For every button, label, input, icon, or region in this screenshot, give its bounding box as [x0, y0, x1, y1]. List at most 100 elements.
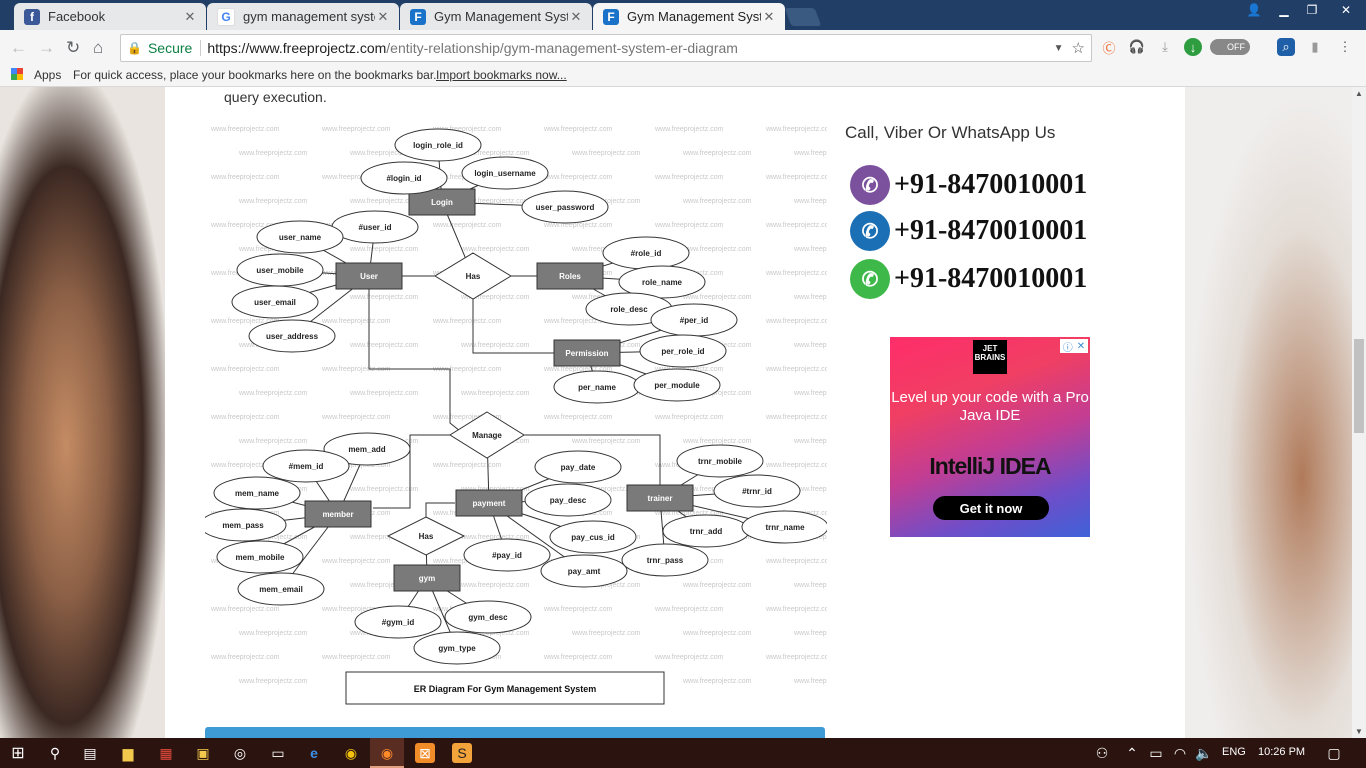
attribute-ellipse: [639, 334, 727, 368]
chevron-up-icon[interactable]: ⌃: [1126, 744, 1138, 761]
sublime-icon[interactable]: S: [452, 743, 472, 763]
close-icon[interactable]: ✕: [184, 8, 196, 24]
profile-icon[interactable]: 👤: [1246, 3, 1262, 17]
search-extension-icon[interactable]: ⌕: [1277, 38, 1295, 56]
tab-gym-management-2[interactable]: F Gym Management Syster ✕: [593, 3, 785, 30]
watermark-text: www.freeprojectz.com: [210, 174, 280, 181]
watermark-text: www.freeprojectz.com: [682, 150, 752, 157]
watermark-text: www.freeprojectz.com: [543, 414, 613, 421]
edge-icon[interactable]: e: [310, 745, 318, 761]
volume-icon[interactable]: 🔈: [1195, 744, 1213, 761]
watermark-text: www.freeprojectz.com: [765, 654, 827, 661]
import-bookmarks-link[interactable]: Import bookmarks now...: [436, 68, 567, 82]
attribute-label: #mem_id: [289, 462, 324, 471]
bookmarks-message: For quick access, place your bookmarks h…: [73, 68, 437, 82]
watermark-text: www.freeprojectz.com: [349, 342, 419, 349]
paint-icon[interactable]: ▦: [159, 744, 173, 761]
phone-number: +91-8470010001: [894, 263, 1088, 294]
watermark-text: www.freeprojectz.com: [210, 606, 280, 613]
article-text: query execution.: [224, 89, 327, 105]
watermark-text: www.freeprojectz.com: [460, 198, 530, 205]
windows-start-icon[interactable]: ⊞: [11, 745, 25, 762]
close-window-button[interactable]: ✕: [1340, 3, 1352, 17]
attribute-label: trnr_mobile: [698, 457, 743, 466]
apps-link[interactable]: Apps: [34, 68, 62, 82]
notifications-icon[interactable]: ▢: [1327, 744, 1341, 761]
scroll-up-icon[interactable]: ▲: [1355, 89, 1363, 98]
connector-line: [368, 283, 466, 436]
tab-facebook[interactable]: f Facebook ✕: [14, 3, 206, 30]
watermark-text: www.freeprojectz.com: [543, 654, 613, 661]
watermark-text: www.freeprojectz.com: [238, 150, 308, 157]
diagram-caption: ER Diagram For Gym Management System: [414, 684, 597, 694]
close-icon[interactable]: ✕: [763, 8, 775, 24]
reload-button[interactable]: ↻: [66, 38, 81, 57]
wifi-icon[interactable]: ◠: [1173, 744, 1187, 761]
star-icon[interactable]: ☆: [1071, 40, 1085, 57]
phone-row-whatsapp[interactable]: ✆ +91-8470010001: [850, 259, 1087, 299]
lock-icon: 🔒: [127, 41, 142, 55]
minimize-button[interactable]: ▁: [1279, 3, 1289, 17]
dropdown-arrow-icon[interactable]: ▼: [1053, 42, 1064, 54]
people-icon[interactable]: ⚇: [1095, 744, 1109, 761]
ad-choices-icon[interactable]: ⓘ✕: [1060, 339, 1088, 354]
new-tab-button[interactable]: [784, 8, 822, 26]
extension-icon[interactable]: Ⓒ: [1102, 40, 1116, 56]
battery-icon[interactable]: ▭: [1149, 744, 1163, 761]
home-button[interactable]: ⌂: [93, 38, 104, 57]
attribute-label: user_mobile: [256, 266, 304, 275]
connector-line: [425, 502, 455, 518]
entity-label: payment: [473, 499, 506, 508]
forward-button[interactable]: →: [38, 38, 55, 57]
firefox-icon: ◉: [380, 744, 394, 761]
watermark-text: www.freeprojectz.com: [793, 198, 827, 205]
close-icon[interactable]: ✕: [570, 8, 582, 24]
clock[interactable]: 10:26 PM: [1258, 746, 1306, 758]
task-view-icon[interactable]: ▤: [83, 744, 97, 761]
restore-button[interactable]: ❐: [1306, 3, 1318, 17]
bag-icon[interactable]: ▮: [1311, 39, 1319, 54]
background-image-right: [1185, 87, 1352, 738]
tab-gym-management-1[interactable]: F Gym Management Syster ✕: [400, 3, 592, 30]
firefox-taskbar-item[interactable]: [370, 738, 404, 768]
content-column: query execution. www.freeprojectz.com www…: [165, 87, 1185, 738]
watermark-text: www.freeprojectz.com: [349, 198, 419, 205]
toggle-switch[interactable]: OFF: [1210, 39, 1250, 55]
phone-row-viber[interactable]: ✆ +91-8470010001: [850, 165, 1087, 205]
attribute-ellipse: [323, 432, 411, 466]
attribute-ellipse: [621, 543, 709, 577]
page-scrollbar[interactable]: ▲ ▼: [1352, 87, 1366, 738]
headphones-icon[interactable]: 🎧: [1128, 39, 1146, 54]
chrome-icon[interactable]: ◉: [344, 744, 358, 761]
attribute-label: #trnr_id: [742, 487, 772, 496]
url-path: /entity-relationship/gym-management-syst…: [386, 40, 738, 56]
file-explorer-icon[interactable]: ▆: [122, 744, 134, 761]
scrollbar-thumb[interactable]: [1354, 339, 1364, 433]
freeprojectz-icon: F: [603, 8, 619, 25]
attribute-ellipse: [549, 520, 637, 554]
language-indicator[interactable]: ENG: [1222, 746, 1246, 758]
ad-cta-button[interactable]: Get it now: [933, 496, 1049, 520]
watermark-text: www.freeprojectz.com: [765, 318, 827, 325]
close-icon[interactable]: ✕: [377, 8, 389, 24]
store-icon[interactable]: ▣: [196, 744, 210, 761]
watermark-text: www.freeprojectz.com: [210, 366, 280, 373]
settings-icon[interactable]: ▭: [271, 744, 285, 761]
tab-google-search[interactable]: G gym management syster ✕: [207, 3, 399, 30]
phone-row-call[interactable]: ✆ +91-8470010001: [850, 211, 1087, 251]
search-icon[interactable]: ⚲: [49, 744, 61, 761]
viber-icon: ✆: [850, 165, 890, 205]
attribute-label: mem_name: [235, 489, 280, 498]
watermark-text: www.freeprojectz.com: [210, 654, 280, 661]
download-icon[interactable]: ⤓: [1162, 39, 1168, 54]
media-icon[interactable]: ◎: [233, 744, 247, 761]
back-button[interactable]: ←: [10, 38, 27, 57]
download-manager-icon[interactable]: ↓: [1184, 38, 1202, 56]
apps-grid-icon[interactable]: [11, 68, 23, 80]
scroll-down-icon[interactable]: ▼: [1355, 727, 1363, 736]
xampp-icon[interactable]: ⊠: [415, 743, 435, 763]
menu-icon[interactable]: ⋮: [1338, 39, 1352, 54]
watermark-text: www.freeprojectz.com: [793, 294, 827, 301]
address-bar[interactable]: 🔒 Secure https://www.freeprojectz.com/en…: [120, 34, 1092, 62]
